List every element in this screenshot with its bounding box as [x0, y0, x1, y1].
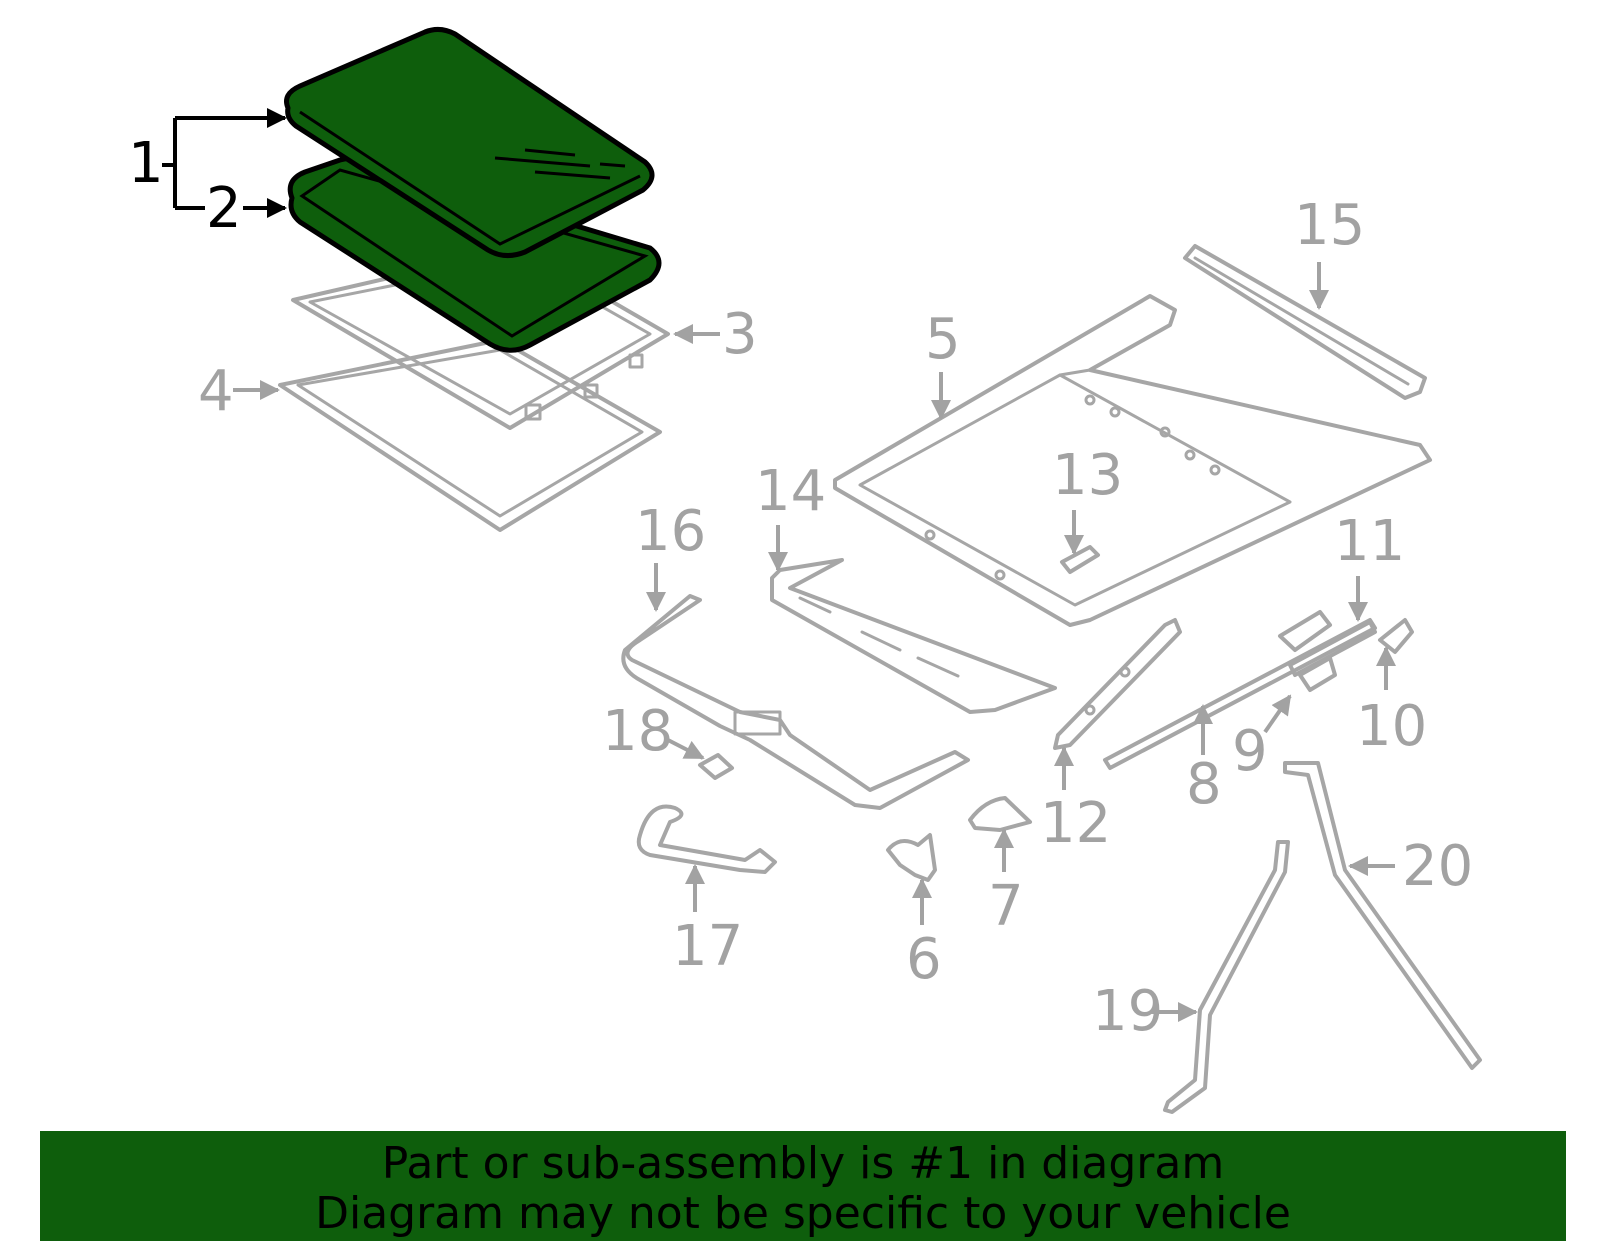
part-16-drive-cable-assembly — [621, 594, 970, 810]
callout-3: 3 — [722, 302, 758, 367]
callout-14: 14 — [755, 459, 826, 524]
part-9-11-mechanism — [1278, 610, 1377, 692]
part-20-drain-hose — [1283, 761, 1482, 1070]
callout-1: 1 — [128, 131, 164, 196]
leaders-grey — [233, 262, 1396, 1022]
part-13-bracket — [1060, 545, 1100, 574]
callout-12: 12 — [1040, 791, 1111, 856]
banner-line-2: Diagram may not be specific to your vehi… — [315, 1188, 1291, 1239]
callout-18: 18 — [602, 699, 673, 764]
callout-5: 5 — [925, 307, 961, 372]
callout-6: 6 — [906, 927, 942, 992]
part-7-bracket — [968, 796, 1032, 832]
part-2-glass-seal — [287, 156, 662, 353]
part-19-drain-hose — [1163, 840, 1290, 1114]
part-18-clip — [698, 753, 734, 780]
leader-1-2 — [162, 108, 287, 218]
part-5-housing-frame — [833, 294, 1432, 627]
callout-15: 15 — [1294, 193, 1365, 258]
banner-line-1: Part or sub-assembly is #1 in diagram — [381, 1138, 1225, 1189]
notice-banner: Part or sub-assembly is #1 in diagram Di… — [40, 1131, 1566, 1241]
part-1-sunroof-glass — [284, 26, 655, 258]
part-4-frame-seal — [278, 338, 662, 532]
callout-17: 17 — [672, 914, 743, 979]
callout-20: 20 — [1402, 834, 1473, 899]
callout-13: 13 — [1052, 443, 1123, 508]
callout-10: 10 — [1356, 694, 1427, 759]
part-14-deflector — [770, 558, 1057, 714]
callout-2: 2 — [206, 176, 242, 241]
callout-19: 19 — [1092, 979, 1163, 1044]
callout-11: 11 — [1334, 509, 1405, 574]
callout-8: 8 — [1186, 752, 1222, 817]
part-17-cable — [636, 804, 777, 874]
callout-4: 4 — [198, 359, 234, 424]
callout-7: 7 — [988, 874, 1024, 939]
callout-9: 9 — [1232, 719, 1268, 784]
part-15-rail — [1183, 244, 1427, 400]
callout-16: 16 — [635, 499, 706, 564]
part-10-latch — [1378, 618, 1414, 654]
part-6-clip — [886, 833, 937, 882]
